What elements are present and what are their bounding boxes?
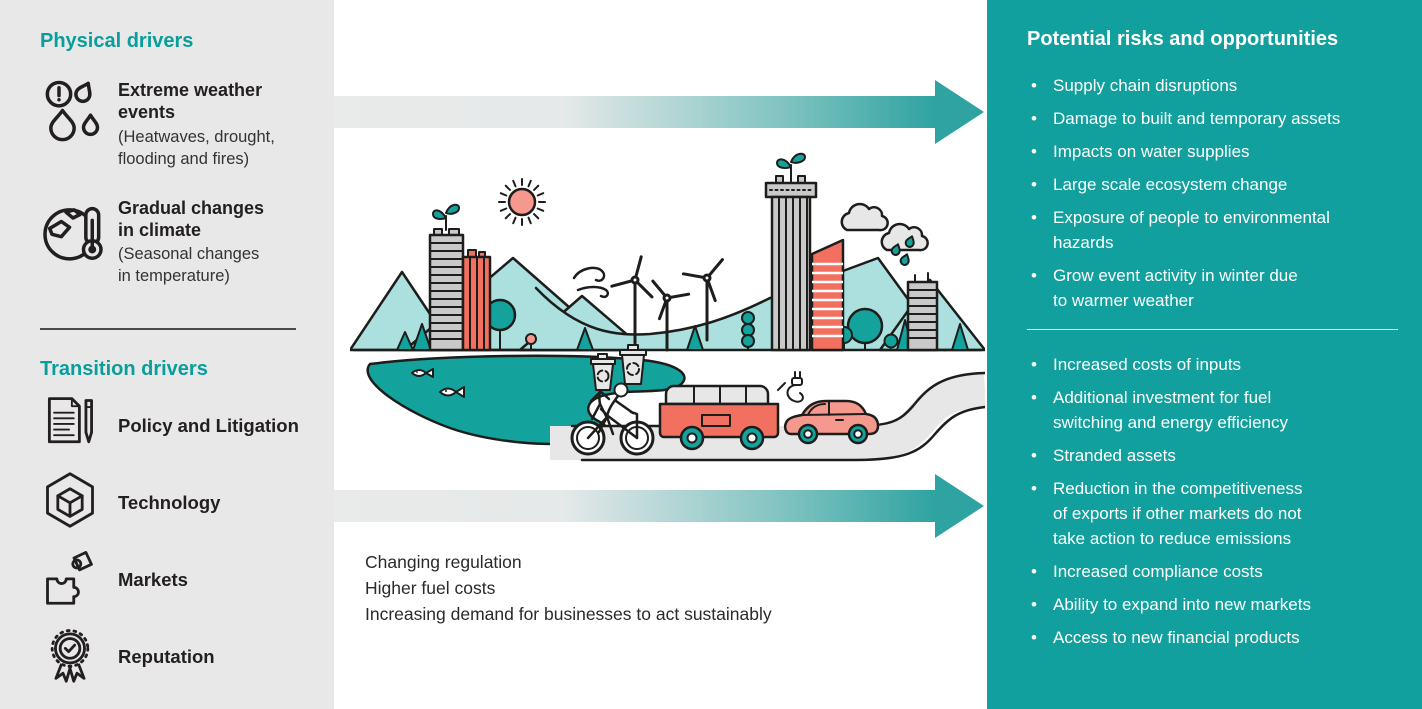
reputation-award-icon [40, 624, 104, 689]
right-buildings [764, 152, 939, 352]
wind-swirl-icon [572, 266, 610, 298]
middle-scene: Changing regulation Higher fuel costs In… [334, 0, 987, 709]
sun [498, 178, 546, 226]
risk-item: Large scale ecosystem change [1027, 172, 1398, 197]
risks-panel: Potential risks and opportunities Supply… [987, 0, 1422, 709]
fish-icon [439, 386, 465, 398]
risk-item: Impacts on water supplies [1027, 139, 1398, 164]
driver-title: Extreme weather events [118, 80, 263, 123]
city-illustration [350, 152, 985, 462]
transition-notes: Changing regulation Higher fuel costs In… [365, 549, 772, 627]
driver-label: Technology [118, 491, 221, 513]
driver-label: Policy and Litigation [118, 414, 299, 436]
risk-item: Reduction in the competitiveness of expo… [1027, 476, 1398, 551]
left-panel-divider [40, 328, 296, 330]
risk-item: Access to new financial products [1027, 625, 1398, 650]
physical-risks-list: Supply chain disruptions Damage to built… [1027, 73, 1398, 313]
driver-reputation: Reputation [40, 624, 316, 689]
driver-subtitle: (Heatwaves, drought, flooding and fires) [118, 127, 275, 168]
transition-risks-list: Increased costs of inputs Additional inv… [1027, 352, 1398, 650]
risk-item: Stranded assets [1027, 443, 1398, 468]
fish-icon [411, 368, 434, 378]
driver-extreme-weather-text: Extreme weather events (Heatwaves, droug… [118, 79, 275, 171]
risk-item: Ability to expand into new markets [1027, 592, 1398, 617]
risk-item: Grow event activity in winter due to war… [1027, 263, 1398, 313]
driver-extreme-weather: Extreme weather events (Heatwaves, droug… [40, 79, 316, 171]
markets-puzzle-icon [40, 547, 104, 612]
transition-drivers-title: Transition drivers [40, 358, 208, 380]
risks-title: Potential risks and opportunities [1027, 28, 1339, 50]
note-line: Changing regulation [365, 552, 522, 572]
recycling-bins [590, 344, 647, 391]
physical-drivers-title: Physical drivers [40, 30, 194, 52]
risk-item: Supply chain disruptions [1027, 73, 1398, 98]
wind-turbines [610, 255, 724, 352]
policy-document-pen-icon [40, 393, 104, 458]
bus [658, 382, 786, 451]
note-line: Increasing demand for businesses to act … [365, 604, 772, 624]
globe-thermometer-icon [40, 197, 106, 272]
cyclist [570, 382, 655, 456]
driver-label: Markets [118, 568, 188, 590]
driver-technology: Technology [40, 470, 316, 535]
risk-item: Increased costs of inputs [1027, 352, 1398, 377]
technology-cube-icon [40, 470, 104, 535]
electric-car [783, 371, 880, 445]
note-line: Higher fuel costs [365, 578, 496, 598]
driver-markets: Markets [40, 547, 316, 612]
rain-clouds [840, 202, 929, 266]
extreme-weather-icon [40, 79, 106, 154]
driver-title: Gradual changes in climate [118, 197, 265, 240]
driver-policy: Policy and Litigation [40, 393, 316, 458]
driver-gradual-changes: Gradual changes in climate (Seasonal cha… [40, 197, 316, 289]
left-buildings [428, 203, 492, 352]
right-panel-divider [1027, 329, 1398, 330]
risk-item: Additional investment for fuel switching… [1027, 385, 1398, 435]
risk-item: Increased compliance costs [1027, 559, 1398, 584]
driver-gradual-changes-text: Gradual changes in climate (Seasonal cha… [118, 197, 264, 289]
physical-drivers-arrow [334, 80, 984, 144]
risk-item: Exposure of people to environmental haza… [1027, 205, 1398, 255]
driver-subtitle: (Seasonal changes in temperature) [118, 245, 260, 286]
trees [396, 298, 969, 351]
drivers-panel: Physical drivers Extreme weather events … [0, 0, 334, 709]
risk-item: Damage to built and temporary assets [1027, 106, 1398, 131]
driver-label: Reputation [118, 645, 215, 667]
transition-drivers-arrow [334, 474, 984, 538]
